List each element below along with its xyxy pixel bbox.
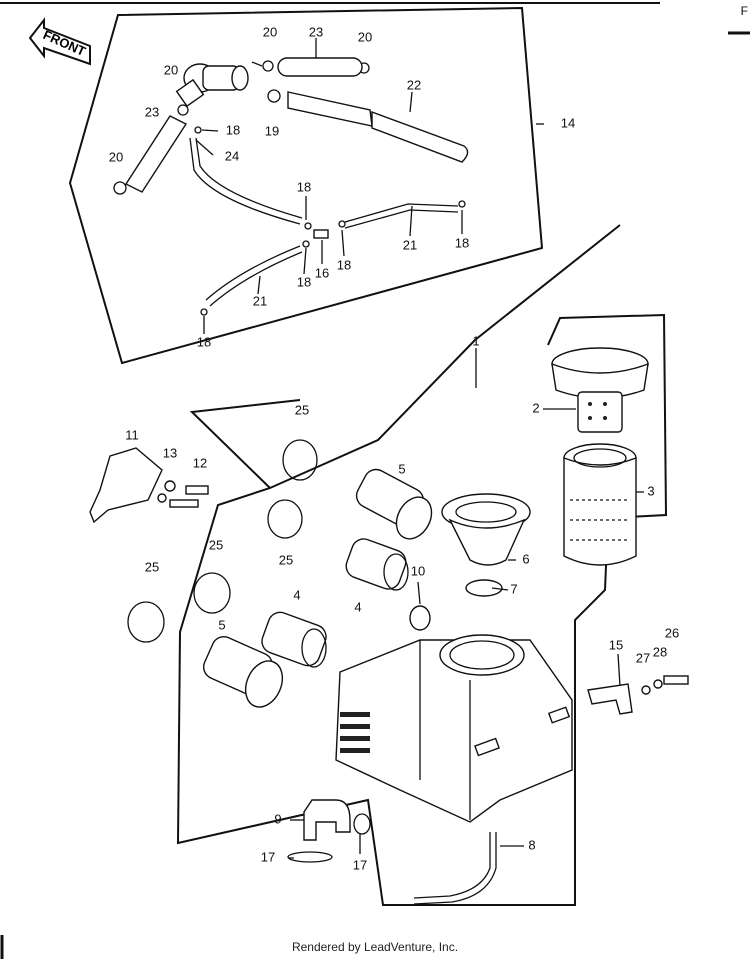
render-credit: Rendered by LeadVenture, Inc. — [291, 940, 459, 954]
callout-21a: 21 — [403, 237, 417, 252]
callout-18b: 18 — [297, 179, 311, 194]
o-ring-25a — [282, 439, 318, 481]
intake-duct-4-lower — [261, 611, 327, 668]
callout-18f: 18 — [197, 334, 211, 349]
o-ring-25d — [127, 601, 165, 643]
callout-9: 9 — [274, 811, 281, 826]
callout-21b: 21 — [253, 293, 267, 308]
hose-kit-outline — [68, 6, 544, 365]
callout-19: 19 — [265, 123, 279, 138]
hose-long-22b — [371, 110, 469, 163]
callout-3: 3 — [647, 483, 654, 498]
page-header-fragment: F — [740, 4, 748, 18]
callout-10: 10 — [411, 563, 425, 578]
o-ring-25c — [193, 572, 231, 614]
callout-25c: 25 — [209, 537, 223, 552]
callout-16: 16 — [315, 265, 329, 280]
callout-24: 24 — [225, 148, 239, 163]
callout-7: 7 — [510, 581, 517, 596]
bolt-12 — [169, 485, 209, 508]
tube-21-left — [205, 245, 301, 301]
callout-13: 13 — [163, 445, 177, 460]
air-filter-element — [563, 443, 637, 566]
duct-outline — [189, 399, 301, 489]
callout-20c: 20 — [164, 62, 178, 77]
washer-13 — [164, 480, 176, 492]
intake-duct-4-upper — [345, 538, 409, 591]
callout-8: 8 — [528, 837, 535, 852]
drain-tube-8 — [413, 832, 491, 899]
clamp-17b — [353, 813, 371, 835]
callout-20b: 20 — [358, 29, 372, 44]
callout-17a: 17 — [261, 849, 275, 864]
air-box-outline — [176, 224, 668, 906]
front-arrow-icon: FRONT — [28, 17, 91, 66]
callout-1: 1 — [472, 333, 479, 348]
callout-4a: 4 — [354, 599, 361, 614]
hose-tee-fitting — [175, 63, 249, 108]
callout-20d: 20 — [109, 149, 123, 164]
callout-5b: 5 — [218, 617, 225, 632]
callout-25a: 25 — [295, 402, 309, 417]
callout-11: 11 — [125, 427, 139, 442]
callout-6: 6 — [522, 551, 529, 566]
callout-18a: 18 — [226, 122, 240, 137]
bracket-15 — [587, 683, 633, 715]
intake-duct-5-upper — [355, 468, 433, 540]
hose-diagonal-23 — [124, 115, 188, 193]
callout-27: 27 — [636, 650, 650, 665]
callout-14: 14 — [561, 115, 575, 130]
callout-18d: 18 — [337, 257, 351, 272]
tube-21-right — [344, 203, 459, 223]
callout-18c: 18 — [455, 235, 469, 250]
callout-26: 26 — [665, 625, 679, 640]
callout-5a: 5 — [398, 461, 405, 476]
hose-short-top — [277, 57, 363, 77]
washer-28 — [653, 679, 663, 689]
air-box-housing — [335, 634, 573, 823]
small-clamp-icon — [194, 126, 466, 316]
callout-25b: 25 — [279, 552, 293, 567]
leader-lines — [195, 38, 644, 859]
grommet-10 — [409, 605, 431, 631]
callout-18e: 18 — [297, 274, 311, 289]
callout-23a: 23 — [309, 24, 323, 39]
intake-duct-5-lower — [202, 636, 284, 708]
o-ring-25b — [267, 499, 303, 539]
breather-tube-24 — [189, 137, 301, 225]
clamp-17a — [287, 851, 333, 863]
callout-22: 22 — [407, 77, 421, 92]
callout-12: 12 — [193, 455, 207, 470]
elbow-9 — [303, 799, 351, 841]
callout-28: 28 — [653, 644, 667, 659]
seal-7 — [465, 579, 503, 597]
mounting-bracket-11 — [89, 447, 163, 524]
callout-4b: 4 — [293, 587, 300, 602]
intake-funnel — [441, 493, 531, 566]
callout-15: 15 — [609, 637, 623, 652]
hose-long-22 — [287, 91, 373, 127]
callout-2: 2 — [532, 400, 539, 415]
fitting-16 — [313, 229, 329, 239]
air-cleaner-cap — [551, 347, 649, 433]
callout-25d: 25 — [145, 559, 159, 574]
washer-27 — [641, 685, 651, 695]
callout-17b: 17 — [353, 857, 367, 872]
bolt-26 — [663, 675, 689, 685]
callout-23b: 23 — [145, 104, 159, 119]
callout-20a: 20 — [263, 24, 277, 39]
